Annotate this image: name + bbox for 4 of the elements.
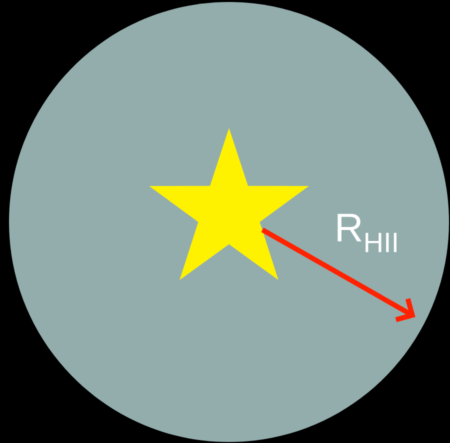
star-icon	[149, 128, 309, 280]
edge-label: R$_{HII}$	[338, 214, 396, 252]
region-circle	[9, 2, 449, 442]
arrow	[261, 228, 416, 322]
